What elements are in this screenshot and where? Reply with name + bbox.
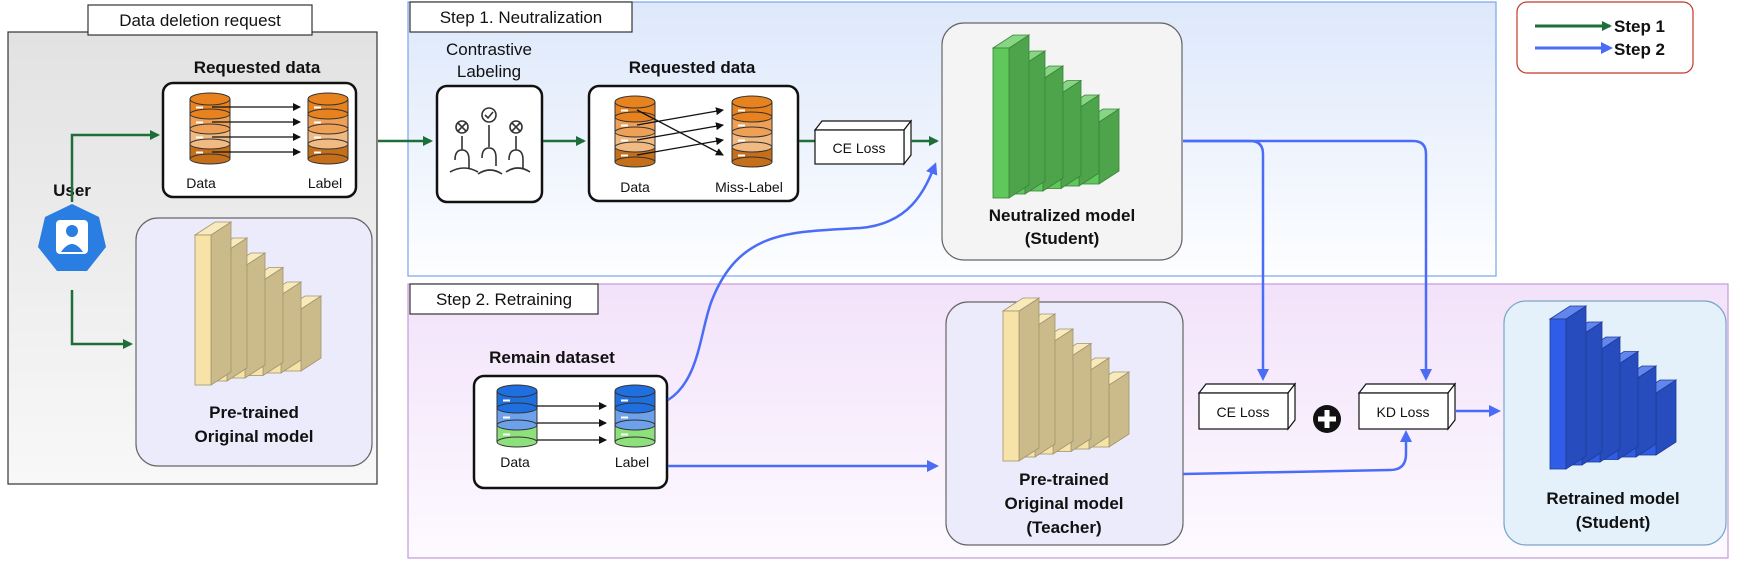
step2-arrows bbox=[667, 139, 1501, 476]
step2-ce-loss-label: CE Loss bbox=[1217, 404, 1270, 420]
neutralized-model-line1: Neutralized model bbox=[989, 206, 1135, 225]
step1-title: Step 1. Neutralization bbox=[440, 8, 603, 27]
teacher-model-line2: Original model bbox=[1004, 494, 1123, 513]
database-icon bbox=[614, 384, 656, 448]
neutralized-model-line2: (Student) bbox=[1025, 229, 1100, 248]
database-icon bbox=[307, 92, 349, 165]
deletion-label-label: Label bbox=[308, 175, 342, 191]
database-icon bbox=[731, 95, 773, 168]
retrained-model: Retrained model (Student) bbox=[1503, 300, 1727, 546]
deletion-requested-data-title: Requested data bbox=[194, 58, 321, 77]
step1-data-label: Data bbox=[620, 179, 650, 195]
step1-requested-data-title: Requested data bbox=[629, 58, 756, 77]
cross-mapping-arrows bbox=[636, 107, 724, 156]
database-icon bbox=[189, 92, 231, 165]
kd-loss: KD Loss bbox=[1357, 382, 1457, 431]
step1-requested-data: Requested data Data Miss-Label bbox=[587, 58, 800, 203]
teacher-model: Pre-trained Original model (Teacher) bbox=[945, 297, 1184, 546]
remain-label-label: Label bbox=[615, 454, 649, 470]
neutralized-model-icon bbox=[991, 34, 1121, 199]
step2-ce-loss: CE Loss bbox=[1197, 382, 1297, 431]
deletion-original-model-line2: Original model bbox=[194, 427, 313, 446]
database-icon bbox=[496, 384, 538, 448]
teacher-model-line1: Pre-trained bbox=[1019, 470, 1109, 489]
mapping-arrows bbox=[537, 402, 607, 444]
kd-loss-label: KD Loss bbox=[1377, 404, 1430, 420]
database-icon bbox=[614, 95, 656, 168]
neutralized-model: Neutralized model (Student) bbox=[941, 22, 1183, 261]
teacher-model-line3: (Teacher) bbox=[1026, 518, 1101, 537]
remain-data-label: Data bbox=[500, 454, 530, 470]
step1-ce-loss-label: CE Loss bbox=[833, 140, 886, 156]
contrastive-line1: Contrastive bbox=[446, 40, 532, 59]
retrained-model-line2: (Student) bbox=[1576, 513, 1651, 532]
teacher-model-icon bbox=[1001, 297, 1131, 462]
original-model-icon bbox=[193, 221, 323, 386]
user: User bbox=[38, 181, 106, 271]
deletion-original-model: Pre-trained Original model bbox=[135, 217, 373, 467]
plus-icon bbox=[1313, 405, 1341, 433]
deletion-panel-title: Data deletion request bbox=[119, 11, 281, 30]
step2-title: Step 2. Retraining bbox=[436, 290, 572, 309]
remain-dataset: Remain dataset Data Label bbox=[472, 348, 669, 490]
contrastive-line2: Labeling bbox=[457, 62, 521, 81]
step1-ce-loss: CE Loss bbox=[813, 119, 913, 166]
voting-hands-icon bbox=[449, 107, 531, 175]
step1-miss-label: Miss-Label bbox=[715, 179, 783, 195]
deletion-requested-data: Requested data Data Label bbox=[161, 58, 358, 199]
remain-dataset-title: Remain dataset bbox=[489, 348, 615, 367]
deletion-data-label: Data bbox=[186, 175, 216, 191]
legend: Step 1 Step 2 bbox=[1516, 1, 1694, 74]
mapping-arrows bbox=[212, 103, 301, 156]
legend-step2-label: Step 2 bbox=[1614, 40, 1665, 59]
retrained-model-icon bbox=[1548, 305, 1678, 470]
step1-arrows-left bbox=[70, 130, 433, 349]
deletion-original-model-line1: Pre-trained bbox=[209, 403, 299, 422]
legend-step1-label: Step 1 bbox=[1614, 17, 1665, 36]
contrastive-labeling: Contrastive Labeling bbox=[435, 40, 544, 204]
retrained-model-line1: Retrained model bbox=[1546, 489, 1679, 508]
